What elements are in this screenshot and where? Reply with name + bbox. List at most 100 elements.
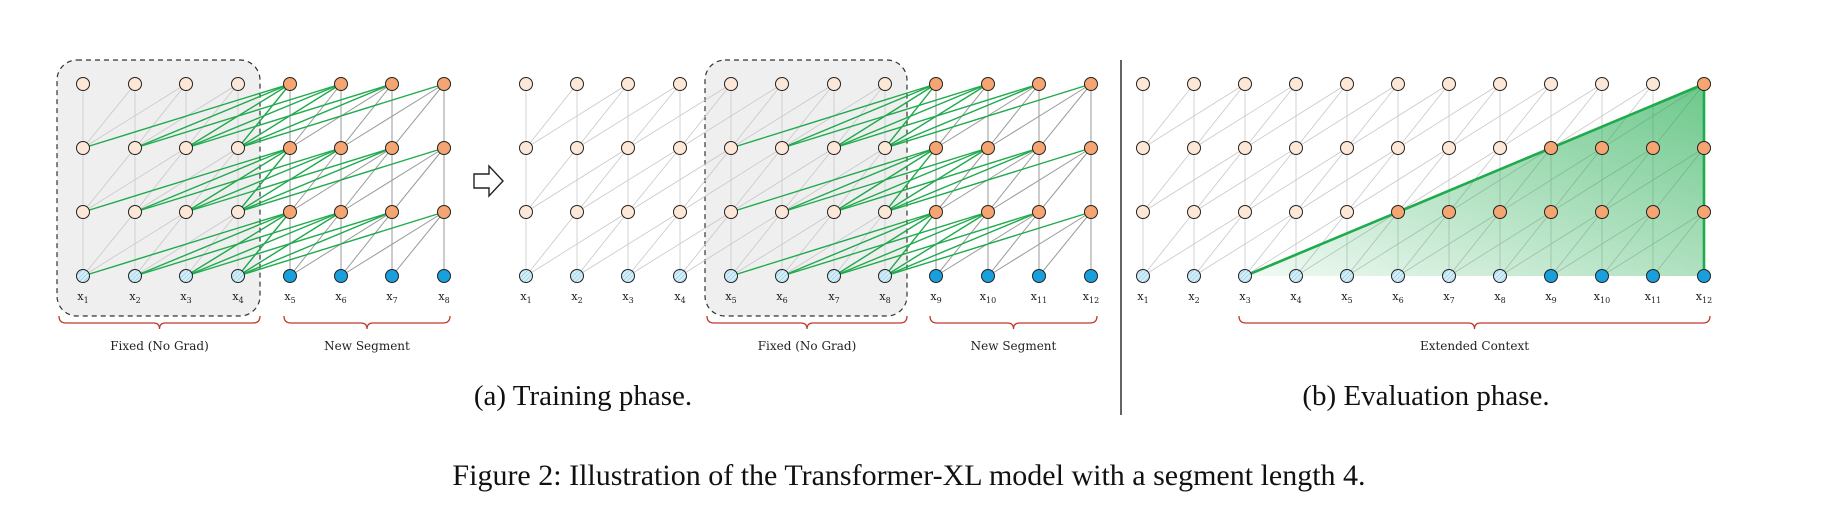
attention-edge xyxy=(134,211,291,277)
input-token-node xyxy=(929,269,943,283)
hidden-state-node xyxy=(1340,141,1354,155)
attention-edge xyxy=(1499,83,1552,149)
attention-edge xyxy=(884,147,1040,213)
hidden-state-node xyxy=(1595,205,1609,219)
hidden-state-node xyxy=(1289,77,1303,91)
attention-edge xyxy=(576,211,681,277)
hidden-state-node xyxy=(929,141,943,155)
attention-edge xyxy=(82,211,136,277)
token-label: x3 xyxy=(622,290,633,305)
attention-edge xyxy=(1295,83,1348,149)
token-label: x4 xyxy=(1290,290,1301,305)
token-label: x8 xyxy=(879,290,890,305)
attention-edge xyxy=(525,83,578,149)
attention-edge xyxy=(391,211,445,277)
attention-edge xyxy=(1193,211,1246,277)
attention-edge xyxy=(237,83,342,149)
hidden-state-node xyxy=(1084,77,1098,91)
attention-edge xyxy=(987,211,1040,277)
attention-edge xyxy=(1244,83,1297,149)
attention-edge xyxy=(82,83,291,149)
attention-edge xyxy=(1038,83,1092,149)
token-label: x4 xyxy=(232,290,243,305)
hidden-state-node xyxy=(231,205,245,219)
attention-edge xyxy=(1038,211,1092,277)
input-token-node xyxy=(1697,269,1711,283)
hidden-state-node xyxy=(179,141,193,155)
hidden-state-node xyxy=(231,141,245,155)
hidden-state-node xyxy=(1442,205,1456,219)
attention-edge xyxy=(525,211,578,277)
token-label: x3 xyxy=(1239,290,1250,305)
attention-edge xyxy=(82,83,187,149)
hidden-state-node xyxy=(283,77,297,91)
input-token-node xyxy=(724,269,738,283)
attention-edge xyxy=(627,211,681,277)
hidden-state-node xyxy=(1289,205,1303,219)
segment-label: Fixed (No Grad) xyxy=(758,339,857,353)
token-label: x11 xyxy=(1031,290,1047,305)
attention-edge xyxy=(884,83,989,149)
hidden-state-node xyxy=(1340,77,1354,91)
hidden-state-node xyxy=(1697,141,1711,155)
hidden-state-node xyxy=(437,77,451,91)
hidden-state-node xyxy=(724,205,738,219)
attention-edge xyxy=(730,83,835,149)
input-token-node xyxy=(827,269,841,283)
attention-edge xyxy=(391,83,445,149)
attention-edge xyxy=(781,147,835,213)
hidden-state-node xyxy=(76,141,90,155)
hidden-state-node xyxy=(775,77,789,91)
input-token-node xyxy=(128,269,142,283)
hidden-state-node xyxy=(1391,77,1405,91)
hidden-state-node xyxy=(981,205,995,219)
attention-edge xyxy=(576,211,629,277)
attention-edge xyxy=(730,147,783,213)
hidden-state-node xyxy=(929,77,943,91)
input-token-node xyxy=(1136,269,1150,283)
attention-edge xyxy=(833,83,937,149)
attention-edge xyxy=(82,147,291,213)
hidden-state-node xyxy=(231,77,245,91)
attention-edge xyxy=(237,83,393,149)
hidden-state-node xyxy=(1493,205,1507,219)
input-token-node xyxy=(775,269,789,283)
hidden-state-node xyxy=(1646,77,1660,91)
input-token-node xyxy=(981,269,995,283)
hidden-state-node xyxy=(878,205,892,219)
input-token-node xyxy=(231,269,245,283)
attention-edge xyxy=(82,147,187,213)
hidden-state-node xyxy=(724,141,738,155)
input-token-node xyxy=(1595,269,1609,283)
attention-edge xyxy=(237,211,393,277)
hidden-state-node xyxy=(775,141,789,155)
input-token-node xyxy=(1340,269,1354,283)
token-label: x8 xyxy=(438,290,449,305)
attention-edge xyxy=(340,211,393,277)
attention-edge xyxy=(987,147,1040,213)
hidden-state-node xyxy=(1289,141,1303,155)
attention-edge xyxy=(679,147,732,213)
hidden-state-node xyxy=(929,205,943,219)
hidden-state-node xyxy=(334,205,348,219)
hidden-state-node xyxy=(827,141,841,155)
hidden-state-node xyxy=(570,77,584,91)
hidden-state-node xyxy=(1697,205,1711,219)
input-token-node xyxy=(1493,269,1507,283)
input-token-node xyxy=(179,269,193,283)
token-label: x11 xyxy=(1645,290,1661,305)
hidden-state-node xyxy=(519,141,533,155)
hidden-state-node xyxy=(1340,205,1354,219)
attention-edge xyxy=(340,83,393,149)
segment-label: New Segment xyxy=(971,339,1057,353)
hidden-state-node xyxy=(437,141,451,155)
attention-edge xyxy=(884,83,1040,149)
attention-edge xyxy=(730,147,835,213)
attention-edge xyxy=(1142,211,1195,277)
hidden-state-node xyxy=(179,205,193,219)
attention-edge xyxy=(833,211,937,277)
hidden-state-node xyxy=(1187,141,1201,155)
input-token-node xyxy=(1391,269,1405,283)
hidden-state-node xyxy=(1032,205,1046,219)
